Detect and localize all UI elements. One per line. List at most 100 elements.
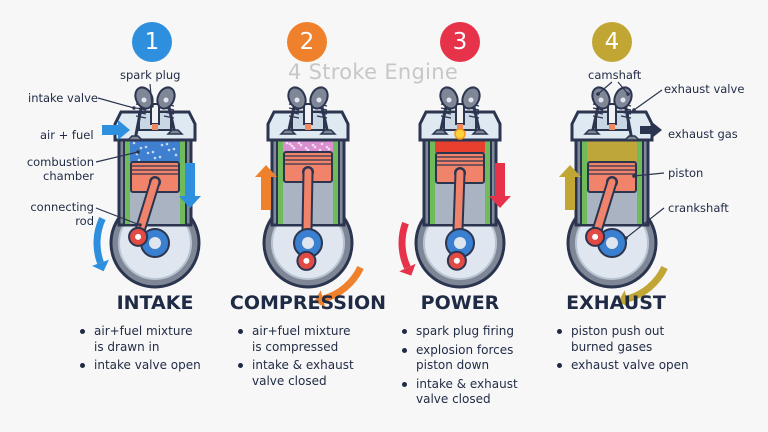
label-piston: piston: [668, 166, 704, 180]
crankshaft-center: [454, 237, 466, 249]
crankshaft-leader-dot: [624, 236, 628, 240]
right-valve-spring: [620, 115, 632, 119]
fuel-particle: [167, 148, 171, 152]
right-valve-spring: [468, 111, 480, 115]
crankshaft-center: [606, 237, 618, 249]
crankshaft-center: [149, 237, 161, 249]
spark-plug-tip: [152, 124, 158, 130]
fuel-particle: [137, 158, 141, 162]
fuel-particle: [297, 141, 301, 145]
compression-engine: [262, 86, 354, 289]
piston-leader: [633, 172, 665, 177]
right-valve-head: [166, 129, 184, 135]
intake-engine: [109, 86, 201, 289]
fuel-particle: [146, 151, 150, 155]
stroke-title-power: POWER: [420, 292, 500, 314]
fuel-particle: [292, 146, 296, 150]
fuel-particle: [174, 153, 178, 157]
label-air-fuel: air + fuel: [40, 128, 94, 142]
fuel-particle: [290, 144, 294, 148]
right-valve-spring: [163, 115, 175, 119]
spark-plug-leader-dot: [150, 104, 154, 108]
step-number-2: 2: [287, 22, 327, 62]
label-connecting-rod: connecting rod: [30, 200, 94, 228]
fuel-particle: [153, 156, 157, 160]
stroke-title-exhaust: EXHAUST: [566, 292, 666, 314]
spark-plug: [455, 103, 465, 125]
camshaft-leader-right: [617, 81, 629, 95]
right-valve-spring: [316, 111, 328, 115]
right-camshaft-center: [468, 97, 474, 103]
combustion-chamber-leader-dot: [136, 150, 140, 154]
stroke-title-intake: INTAKE: [116, 292, 194, 314]
diagram-title: 4 Stroke Engine: [288, 60, 459, 84]
left-valve-spring: [440, 111, 452, 115]
air-fuel-inflow-arrow: [102, 120, 130, 140]
left-valve-spring: [592, 111, 604, 115]
stroke-title-compression: COMPRESSION: [229, 292, 387, 314]
label-crankshaft: crankshaft: [668, 201, 729, 215]
power-rotation-arrow-head: [399, 263, 416, 276]
left-valve-spring: [592, 115, 604, 119]
power-description: spark plug firing explosion forces pisto…: [398, 324, 518, 411]
fuel-particle: [285, 141, 289, 145]
right-valve-head: [319, 129, 337, 135]
exhaust-engine: [566, 86, 658, 289]
spark-plug: [607, 103, 617, 125]
connecting-rod-leader: [95, 207, 141, 226]
intake-rotation-arrow-head: [92, 259, 109, 272]
compression-bullet: air+fuel mixture is compressed: [234, 324, 354, 355]
step-number-1: 1: [132, 22, 172, 62]
power-down-arrow: [489, 163, 511, 208]
crankshaft-leader: [625, 207, 665, 239]
spark-plug-leader: [149, 83, 153, 107]
piston-leader-dot: [632, 174, 636, 178]
left-camshaft-center: [446, 97, 452, 103]
fuel-particle: [299, 143, 303, 147]
intake-rotation-arrow: [93, 217, 106, 265]
right-valve-spring: [468, 115, 480, 119]
exhaust-bullet: piston push out burned gases: [553, 324, 689, 355]
label-exhaust-gas: exhaust gas: [668, 127, 738, 141]
spark-plug-tip: [609, 124, 615, 130]
right-camshaft-center: [163, 97, 169, 103]
power-bullet: intake & exhaust valve closed: [398, 377, 518, 408]
compression-description: air+fuel mixture is compressed intake & …: [234, 324, 354, 392]
left-camshaft-center: [141, 97, 147, 103]
exhaust-bullet: exhaust valve open: [553, 358, 689, 374]
compression-rotation-arrow-head: [314, 290, 326, 308]
left-valve-spring: [135, 111, 147, 115]
power-rotation-arrow: [398, 221, 411, 269]
power-bullet: explosion forces piston down: [398, 343, 518, 374]
crank-pin-center: [453, 257, 460, 264]
intake-valve-leader: [97, 97, 135, 109]
crank-pin-center: [592, 233, 599, 240]
left-valve-head: [431, 129, 449, 135]
left-valve-spring: [592, 107, 604, 111]
fuel-particle: [311, 143, 315, 147]
step-number-3: 3: [440, 22, 480, 62]
fuel-particle: [172, 147, 176, 151]
intake-valve-leader-dot: [132, 106, 136, 110]
crank-pin-center: [303, 257, 310, 264]
combustion-gas: [130, 140, 180, 162]
combustion-gas: [587, 140, 637, 162]
left-valve-spring: [135, 107, 147, 111]
label-combustion-chamber: combustion chamber: [26, 155, 94, 183]
exhaust-up-arrow: [559, 165, 581, 210]
fuel-particle: [165, 142, 169, 146]
right-valve-head: [623, 135, 641, 141]
camshaft-leader-left-dot: [596, 92, 600, 96]
exhaust-valve-leader-dot: [632, 108, 636, 112]
combustion-gas: [435, 140, 485, 153]
camshaft-leader-left: [597, 81, 613, 95]
label-spark-plug: spark plug: [120, 68, 181, 82]
left-valve-head: [126, 135, 144, 141]
spark-flash: [454, 128, 466, 140]
exhaust-valve-leader: [633, 89, 663, 111]
left-valve-spring: [288, 107, 300, 111]
power-bullet: spark plug firing: [398, 324, 518, 340]
fuel-particle: [160, 143, 164, 147]
right-valve-spring: [316, 115, 328, 119]
